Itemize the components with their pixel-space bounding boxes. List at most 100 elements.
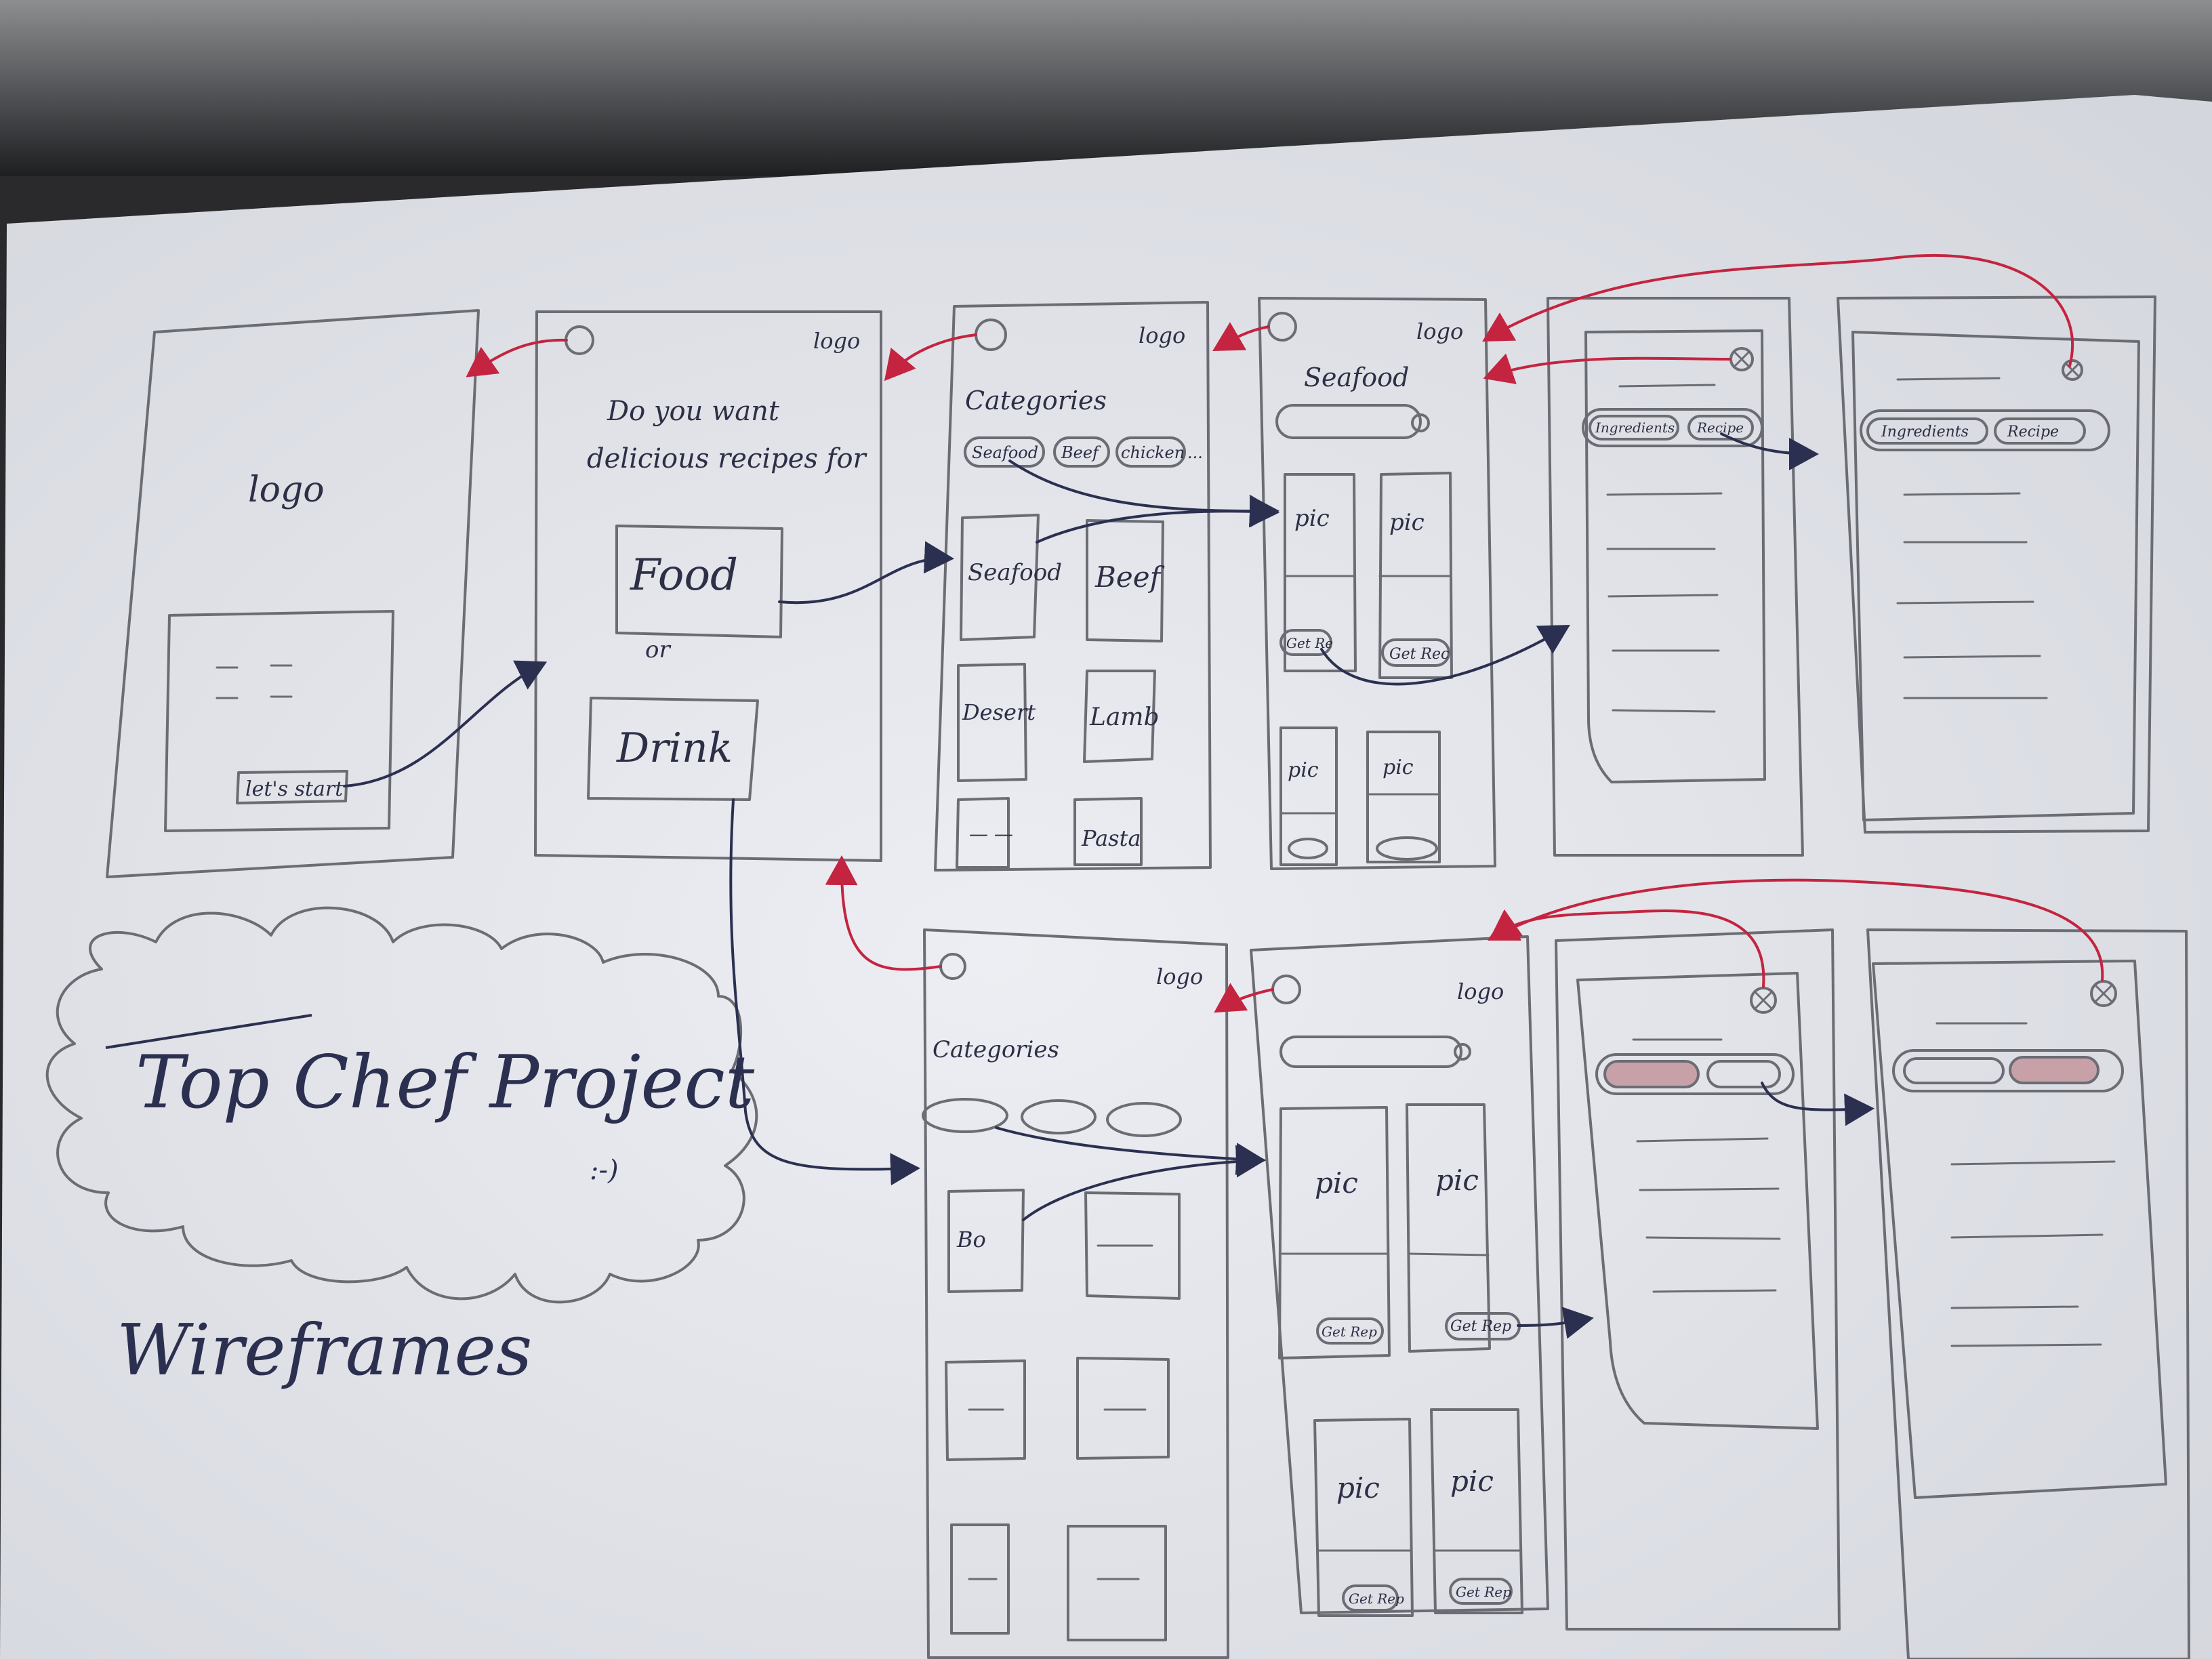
list-card[interactable] xyxy=(1430,1408,1523,1614)
search-icon[interactable] xyxy=(1454,1043,1471,1061)
close-icon[interactable] xyxy=(2090,980,2117,1007)
list-card[interactable] xyxy=(1279,726,1338,866)
category-tile[interactable] xyxy=(945,1359,1026,1461)
back-arrow xyxy=(884,333,977,382)
flow-arrow xyxy=(995,1126,1266,1176)
close-icon[interactable] xyxy=(1750,987,1777,1014)
lets-start-label[interactable]: let's start xyxy=(245,777,344,801)
tab-recipe-label[interactable]: Recipe xyxy=(1696,419,1744,436)
chip-beef-label[interactable]: Beef xyxy=(1061,443,1101,462)
get-recipe-button[interactable] xyxy=(1342,1584,1399,1612)
get-recipe-label[interactable]: Get Re xyxy=(1286,635,1333,651)
list-card[interactable] xyxy=(1284,473,1357,672)
flow-arrow xyxy=(1517,1307,1594,1339)
flow-arrow xyxy=(1320,624,1570,686)
drink-tile-label[interactable]: Bo xyxy=(956,1227,986,1252)
chip[interactable] xyxy=(922,1098,1008,1133)
recipe-detail-alt-modal xyxy=(1851,331,2140,821)
drink-categories-frame xyxy=(923,928,1229,1659)
flow-arrow xyxy=(1036,495,1279,544)
chip-more-label: ... xyxy=(1187,443,1203,462)
recipe-detail-alt-frame xyxy=(1837,295,2156,834)
back-arrow xyxy=(466,338,568,377)
tab-ingredients[interactable] xyxy=(1866,417,1988,445)
tab-recipe[interactable] xyxy=(2009,1056,2100,1084)
tab-ingredients[interactable] xyxy=(1589,415,1679,441)
screen-drink-categories xyxy=(922,928,1229,1659)
card-pic-label: pic xyxy=(1294,505,1330,532)
back-arrow xyxy=(1214,983,1274,1013)
tab-ingredients[interactable] xyxy=(1903,1057,2005,1084)
drink-list-logo: logo xyxy=(1457,979,1504,1004)
screen-seafood-list xyxy=(1258,297,1496,870)
list-card[interactable] xyxy=(1278,1106,1391,1359)
category-tile[interactable] xyxy=(947,1189,1025,1293)
chip[interactable] xyxy=(1106,1102,1182,1137)
category-tile[interactable] xyxy=(1084,1191,1181,1300)
chip-chicken[interactable] xyxy=(1115,436,1186,468)
detail-tab-bar xyxy=(1860,409,2110,451)
get-recipe-button[interactable] xyxy=(1279,629,1332,656)
chip-chicken-label[interactable]: chicken xyxy=(1121,443,1185,462)
tile-seafood[interactable] xyxy=(960,514,1040,641)
get-recipe-label[interactable]: Get Rec xyxy=(1389,646,1449,663)
detail-tab-bar xyxy=(1595,1053,1795,1095)
get-recipe-button[interactable] xyxy=(1449,1578,1513,1605)
get-recipe-label[interactable]: Get Rep xyxy=(1456,1584,1511,1600)
tab-recipe-label[interactable]: Recipe xyxy=(2007,424,2059,441)
drink-categories-heading: Categories xyxy=(933,1036,1059,1063)
category-tile[interactable] xyxy=(1067,1525,1167,1641)
tab-ingredients-label[interactable]: Ingredients xyxy=(1881,424,1969,441)
drink-detail-frame xyxy=(1555,928,1841,1631)
back-arrow xyxy=(825,855,942,971)
chip-beef[interactable] xyxy=(1053,436,1110,468)
get-recipe-label[interactable]: Get Rep xyxy=(1322,1324,1377,1340)
list-card[interactable] xyxy=(1366,731,1441,863)
close-icon[interactable] xyxy=(2062,359,2083,381)
tile-beef[interactable] xyxy=(1086,519,1164,642)
splash-frame xyxy=(106,309,480,878)
tile-lamb-label[interactable]: Lamb xyxy=(1089,703,1160,731)
food-button[interactable] xyxy=(615,525,783,638)
tab-recipe[interactable] xyxy=(1706,1060,1781,1088)
drink-categories-logo: logo xyxy=(1156,964,1203,989)
drink-list-frame xyxy=(1250,935,1549,1614)
seafood-list-logo: logo xyxy=(1416,319,1463,344)
list-card[interactable] xyxy=(1406,1103,1491,1353)
drink-button-label[interactable]: Drink xyxy=(616,724,733,772)
get-recipe-label[interactable]: Get Rep xyxy=(1349,1591,1404,1607)
tab-recipe[interactable] xyxy=(1994,417,2086,445)
search-icon[interactable] xyxy=(1411,413,1430,432)
tile-blank-label[interactable]: — — xyxy=(969,823,1013,845)
category-tile[interactable] xyxy=(1076,1357,1170,1460)
drink-button[interactable] xyxy=(587,697,759,801)
tile-pasta[interactable] xyxy=(1073,797,1143,866)
get-recipe-button[interactable] xyxy=(1381,638,1450,667)
chip-seafood[interactable] xyxy=(964,436,1045,468)
food-button-label[interactable]: Food xyxy=(630,550,738,600)
search-bar[interactable] xyxy=(1279,1036,1462,1068)
chip[interactable] xyxy=(1021,1099,1097,1134)
chip-seafood-label[interactable]: Seafood xyxy=(972,443,1038,462)
tile-beef-label[interactable]: Beef xyxy=(1094,560,1165,594)
tab-ingredients[interactable] xyxy=(1603,1060,1700,1088)
get-recipe-label[interactable]: Get Rep xyxy=(1450,1318,1511,1335)
screen-drink-detail-alt xyxy=(1866,928,2190,1659)
tile-blank[interactable] xyxy=(956,797,1010,869)
screen-recipe-detail xyxy=(1547,297,1804,857)
tab-ingredients-label[interactable]: Ingredients xyxy=(1595,419,1675,436)
screen-drink-detail xyxy=(1555,928,1841,1631)
lets-start-button[interactable] xyxy=(236,770,348,804)
tile-lamb[interactable] xyxy=(1083,670,1156,763)
tab-recipe[interactable] xyxy=(1687,415,1754,441)
tile-seafood-label[interactable]: Seafood xyxy=(968,559,1062,586)
tile-desert-label[interactable]: Desert xyxy=(962,699,1036,725)
smiley: :-) xyxy=(590,1155,619,1186)
tile-desert[interactable] xyxy=(957,663,1027,782)
screen-splash xyxy=(106,309,480,878)
category-tile[interactable] xyxy=(950,1523,1010,1635)
card-pic-label: pic xyxy=(1315,1166,1358,1200)
get-recipe-button[interactable] xyxy=(1316,1317,1384,1345)
tile-pasta-label[interactable]: Pasta xyxy=(1081,825,1141,851)
search-bar[interactable] xyxy=(1275,404,1422,439)
